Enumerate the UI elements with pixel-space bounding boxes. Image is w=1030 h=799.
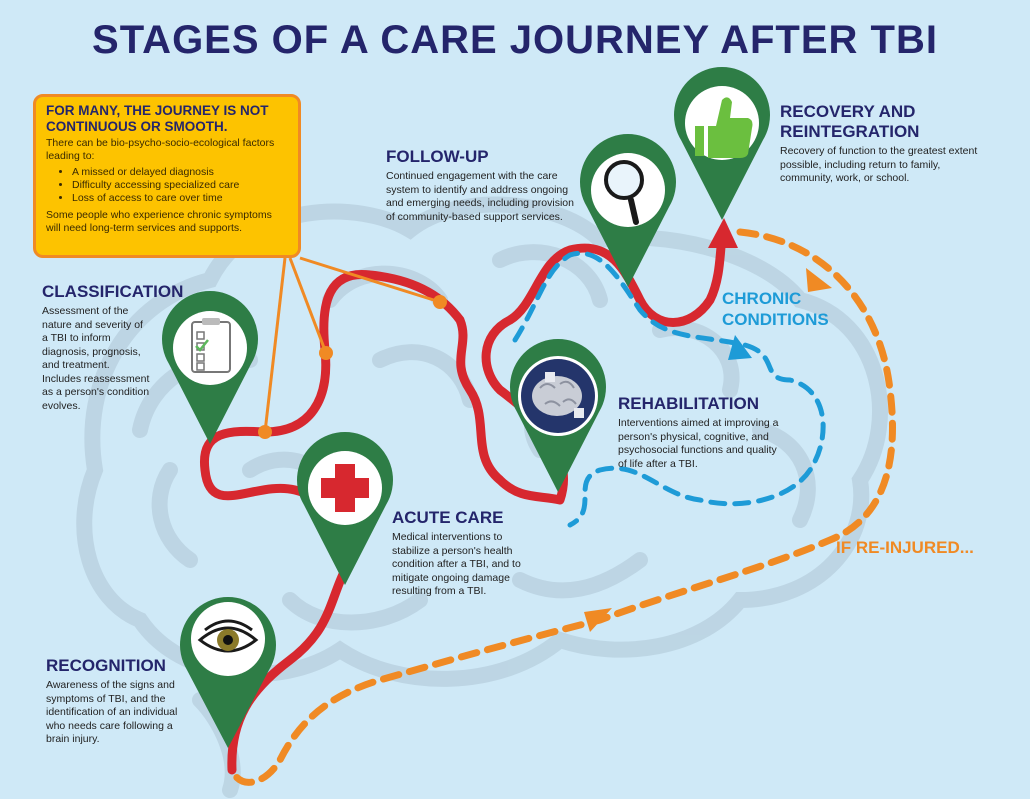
callout-bullet: Loss of access to care over time [72,192,288,205]
stage-recovery-desc: Recovery of function to the greatest ext… [780,145,978,184]
stage-acute-care-title: ACUTE CARE [392,508,504,527]
stage-acute-care: ACUTE CARE Medical interventions to stab… [392,508,542,599]
stage-recovery-title-line1: RECOVERY AND [780,102,916,121]
reinjured-label: IF RE-INJURED... [836,538,974,557]
stage-acute-care-desc: Medical interventions to stabilize a per… [392,531,521,597]
stage-rehabilitation: REHABILITATION Interventions aimed at im… [618,394,788,471]
reinjury-path [228,228,896,786]
eye-icon [197,619,259,653]
pin-recognition [179,597,277,748]
callout-connectors [263,256,441,433]
journey-callout-box: FOR MANY, THE JOURNEY IS NOT CONTINUOUS … [33,94,301,258]
callout-intro: There can be bio-psycho-socio-ecological… [46,137,275,162]
stage-follow-up-desc: Continued engagement with the care syste… [386,170,574,223]
stage-classification-desc: Assessment of the nature and severity of… [42,305,150,412]
care-path-arrowhead [708,218,738,248]
stage-recognition: RECOGNITION Awareness of the signs and s… [46,656,186,747]
pin-classification [161,291,258,444]
chronic-label-line1: CHRONIC [722,289,802,308]
callout-bullet: Difficulty accessing specialized care [72,179,288,192]
connector-dot-1 [258,425,272,439]
thumbs-up-icon [695,97,753,158]
pin-recovery [674,67,770,220]
chronic-path [512,250,826,528]
red-cross-icon [321,464,369,512]
stage-rehabilitation-desc: Interventions aimed at improving a perso… [618,417,779,470]
callout-note: Some people who experience chronic sympt… [46,209,272,234]
reinjury-arrowhead-upper [806,268,832,292]
brain-puzzle-icon [532,372,584,418]
chronic-conditions-label: CHRONIC CONDITIONS [722,288,829,330]
chronic-label-line2: CONDITIONS [722,310,829,329]
stage-classification: CLASSIFICATION Assessment of the nature … [42,282,212,413]
pin-follow-up [580,134,676,287]
stage-follow-up-title: FOLLOW-UP [386,147,489,166]
connector-dot-3 [433,295,447,309]
callout-heading: FOR MANY, THE JOURNEY IS NOT CONTINUOUS … [46,103,269,134]
stage-recognition-desc: Awareness of the signs and symptoms of T… [46,679,178,745]
chronic-arrowhead [728,335,752,360]
page-title: STAGES OF A CARE JOURNEY AFTER TBI [92,18,938,62]
pin-acute-care [297,432,393,585]
callout-bullet: A missed or delayed diagnosis [72,166,288,179]
reinjury-arrowhead-lower [584,608,612,632]
connector-dot-2 [319,346,333,360]
magnifier-icon [604,160,644,225]
stage-recognition-title: RECOGNITION [46,656,166,675]
pin-rehabilitation [510,339,606,492]
stage-recovery-title-line2: REINTEGRATION [780,122,920,141]
stage-follow-up: FOLLOW-UP Continued engagement with the … [386,147,576,224]
stage-classification-title: CLASSIFICATION [42,282,184,301]
stage-rehabilitation-title: REHABILITATION [618,394,760,413]
checklist-icon [191,318,231,373]
callout-bullets: A missed or delayed diagnosis Difficulty… [46,166,288,205]
stage-recovery: RECOVERY AND REINTEGRATION Recovery of f… [780,102,995,186]
